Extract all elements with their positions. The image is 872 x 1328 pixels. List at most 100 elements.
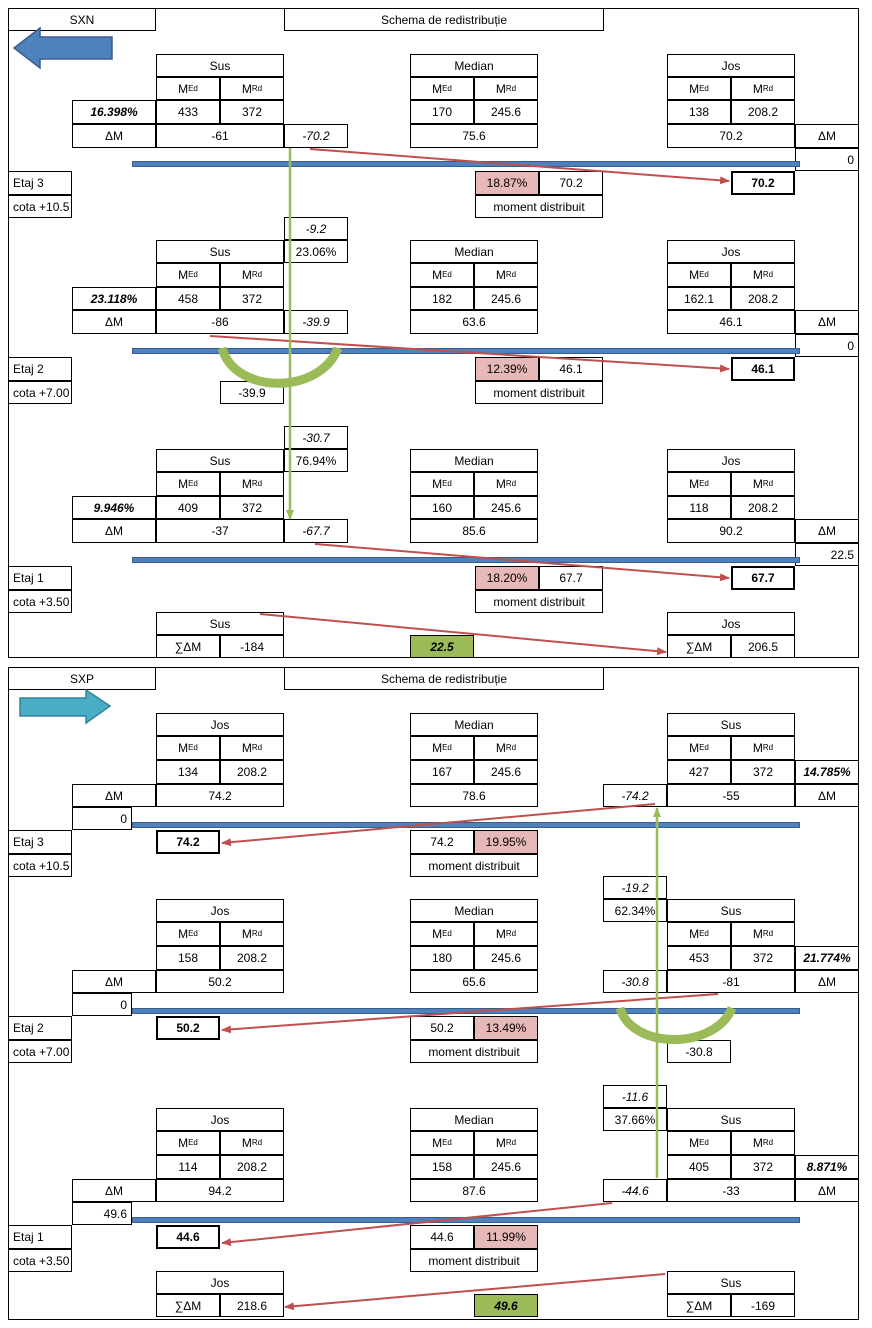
sxp-e1-jos-dm: 94.2 bbox=[156, 1179, 284, 1202]
sxn-e2-redist: -39.9 bbox=[284, 310, 348, 334]
sxp-e1-sus-dm: -33 bbox=[667, 1179, 795, 1202]
sxn-sum-right-title: Jos bbox=[667, 612, 795, 635]
sxn-sum-left-label: ∑ΔM bbox=[156, 635, 220, 658]
sxn-e3-dist-val: 70.2 bbox=[539, 171, 603, 195]
sxn-scheme-title: Schema de redistribuție bbox=[284, 8, 604, 31]
sxp-e3-percent: 14.785% bbox=[795, 760, 859, 784]
sxp-sum-right-title: Sus bbox=[667, 1271, 795, 1294]
sxn-e2-jos-dm: 46.1 bbox=[667, 310, 795, 334]
sxn-e3-redist: -70.2 bbox=[284, 124, 348, 148]
sxn-e2-dist-pct: 12.39% bbox=[475, 357, 539, 381]
sxp-e2-dist-pct: 13.49% bbox=[474, 1016, 538, 1040]
sxp-e1-redist: -44.6 bbox=[603, 1179, 667, 1202]
sxn-e3-median-mrd: 245.6 bbox=[474, 100, 538, 124]
sxp-e3-sus-med: 427 bbox=[667, 760, 731, 784]
sxp-e1-above-val: -11.6 bbox=[603, 1085, 667, 1108]
sxn-e2-jos-med: 162.1 bbox=[667, 287, 731, 310]
sxn-sum-right-label: ∑ΔM bbox=[667, 635, 731, 658]
sxn-e1-moment-distribuit: moment distribuit bbox=[475, 590, 603, 613]
sxp-e2-sus-med: 453 bbox=[667, 946, 731, 970]
sxp-e1-etaj: Etaj 1 bbox=[8, 1225, 72, 1249]
sxn-e2-above-pct: 23.06% bbox=[284, 240, 348, 263]
sxp-e2-beam bbox=[132, 1008, 800, 1014]
sxp-e3-sus-dm: -55 bbox=[667, 784, 795, 807]
sxn-e2-percent: 23.118% bbox=[72, 287, 156, 310]
sxn-e1-dist-val: 67.7 bbox=[539, 566, 603, 590]
sxp-e3-redist: -74.2 bbox=[603, 784, 667, 807]
sxp-e1-sus-med: 405 bbox=[667, 1155, 731, 1179]
sxp-e2-jos-mrd: 208.2 bbox=[220, 946, 284, 970]
sxp-sum-center: 49.6 bbox=[474, 1294, 538, 1317]
sxp-e3-jos-dm: 74.2 bbox=[156, 784, 284, 807]
sxp-e3-median-med: 167 bbox=[410, 760, 474, 784]
sxp-e3-jos-title: Jos bbox=[156, 713, 284, 736]
sxn-e2-dm-label: ΔM bbox=[72, 310, 156, 334]
sxp-e1-jos-mrd: 208.2 bbox=[220, 1155, 284, 1179]
sxn-e1-jos-dm: 90.2 bbox=[667, 519, 795, 543]
sxp-e3-median-title: Median bbox=[410, 713, 538, 736]
sxn-e1-jos-mrd: 208.2 bbox=[731, 496, 795, 519]
sxn-e2-right-val: 0 bbox=[795, 334, 859, 357]
sxn-e1-sus-med: 409 bbox=[156, 496, 220, 519]
sxn-e2-beam bbox=[132, 348, 800, 354]
sxn-e1-cota: cota +3.50 bbox=[8, 590, 72, 613]
sxn-e3-etaj: Etaj 3 bbox=[8, 171, 72, 195]
sxn-e1-redist: -67.7 bbox=[284, 519, 348, 543]
sxp-e1-dist-pct: 11.99% bbox=[474, 1225, 538, 1249]
sxp-e1-beam bbox=[132, 1217, 800, 1223]
sxn-e2-median-dm: 63.6 bbox=[410, 310, 538, 334]
sxn-e3-sus-mrd: 372 bbox=[220, 100, 284, 124]
sxn-e2-sus-dm: -86 bbox=[156, 310, 284, 334]
sxn-e2-median-title: Median bbox=[410, 240, 538, 263]
sxn-e3-dm-label-right: ΔM bbox=[795, 124, 859, 148]
sxp-e2-jos-dm: 50.2 bbox=[156, 970, 284, 993]
sxp-e2-dist-val: 50.2 bbox=[410, 1016, 474, 1040]
sxn-e1-dm-label: ΔM bbox=[72, 519, 156, 543]
sxn-e3-right-val: 0 bbox=[795, 148, 859, 171]
sxp-e1-percent: 8.871% bbox=[795, 1155, 859, 1179]
sxn-e1-above-pct: 76.94% bbox=[284, 449, 348, 472]
sxn-e1-dm-label-right: ΔM bbox=[795, 519, 859, 543]
sxp-e1-dm-label-right: ΔM bbox=[795, 1179, 859, 1202]
sxp-e1-median-title: Median bbox=[410, 1108, 538, 1131]
sxn-e3-jos-med: 138 bbox=[667, 100, 731, 124]
sxp-e1-sus-mrd: 372 bbox=[731, 1155, 795, 1179]
sxn-e1-jos-result: 67.7 bbox=[731, 566, 795, 590]
sxp-e2-sus-title: Sus bbox=[667, 899, 795, 922]
sxn-e2-jos-mrd: 208.2 bbox=[731, 287, 795, 310]
sxn-e3-jos-mrd: 208.2 bbox=[731, 100, 795, 124]
sxp-e2-moment-distribuit: moment distribuit bbox=[410, 1040, 538, 1063]
sxp-label: SXP bbox=[8, 667, 156, 690]
sxp-sum-left-val: 218.6 bbox=[220, 1294, 284, 1317]
sxn-e3-cota: cota +10.5 bbox=[8, 195, 72, 218]
sxn-sum-left-title: Sus bbox=[156, 612, 284, 635]
sxn-e3-sus-med: 433 bbox=[156, 100, 220, 124]
sxn-e3-median-title: Median bbox=[410, 54, 538, 77]
sxp-e3-moment-distribuit: moment distribuit bbox=[410, 854, 538, 877]
sxn-e2-dist-val: 46.1 bbox=[539, 357, 603, 381]
sxp-e3-beam bbox=[132, 822, 800, 828]
sxp-e1-sus-title: Sus bbox=[667, 1108, 795, 1131]
sxn-e3-sus-title: Sus bbox=[156, 54, 284, 77]
sxp-e2-sus-mrd: 372 bbox=[731, 946, 795, 970]
sxp-e3-dm-label-right: ΔM bbox=[795, 784, 859, 807]
sxn-sum-center: 22.5 bbox=[410, 635, 474, 658]
sxp-e2-above-pct: 62.34% bbox=[603, 899, 667, 922]
sxp-sum-right-val: -169 bbox=[731, 1294, 795, 1317]
sxn-sum-right-val: 206.5 bbox=[731, 635, 795, 658]
sxn-e1-right-val: 22.5 bbox=[795, 543, 859, 566]
sxn-e3-jos-result: 70.2 bbox=[731, 171, 795, 195]
